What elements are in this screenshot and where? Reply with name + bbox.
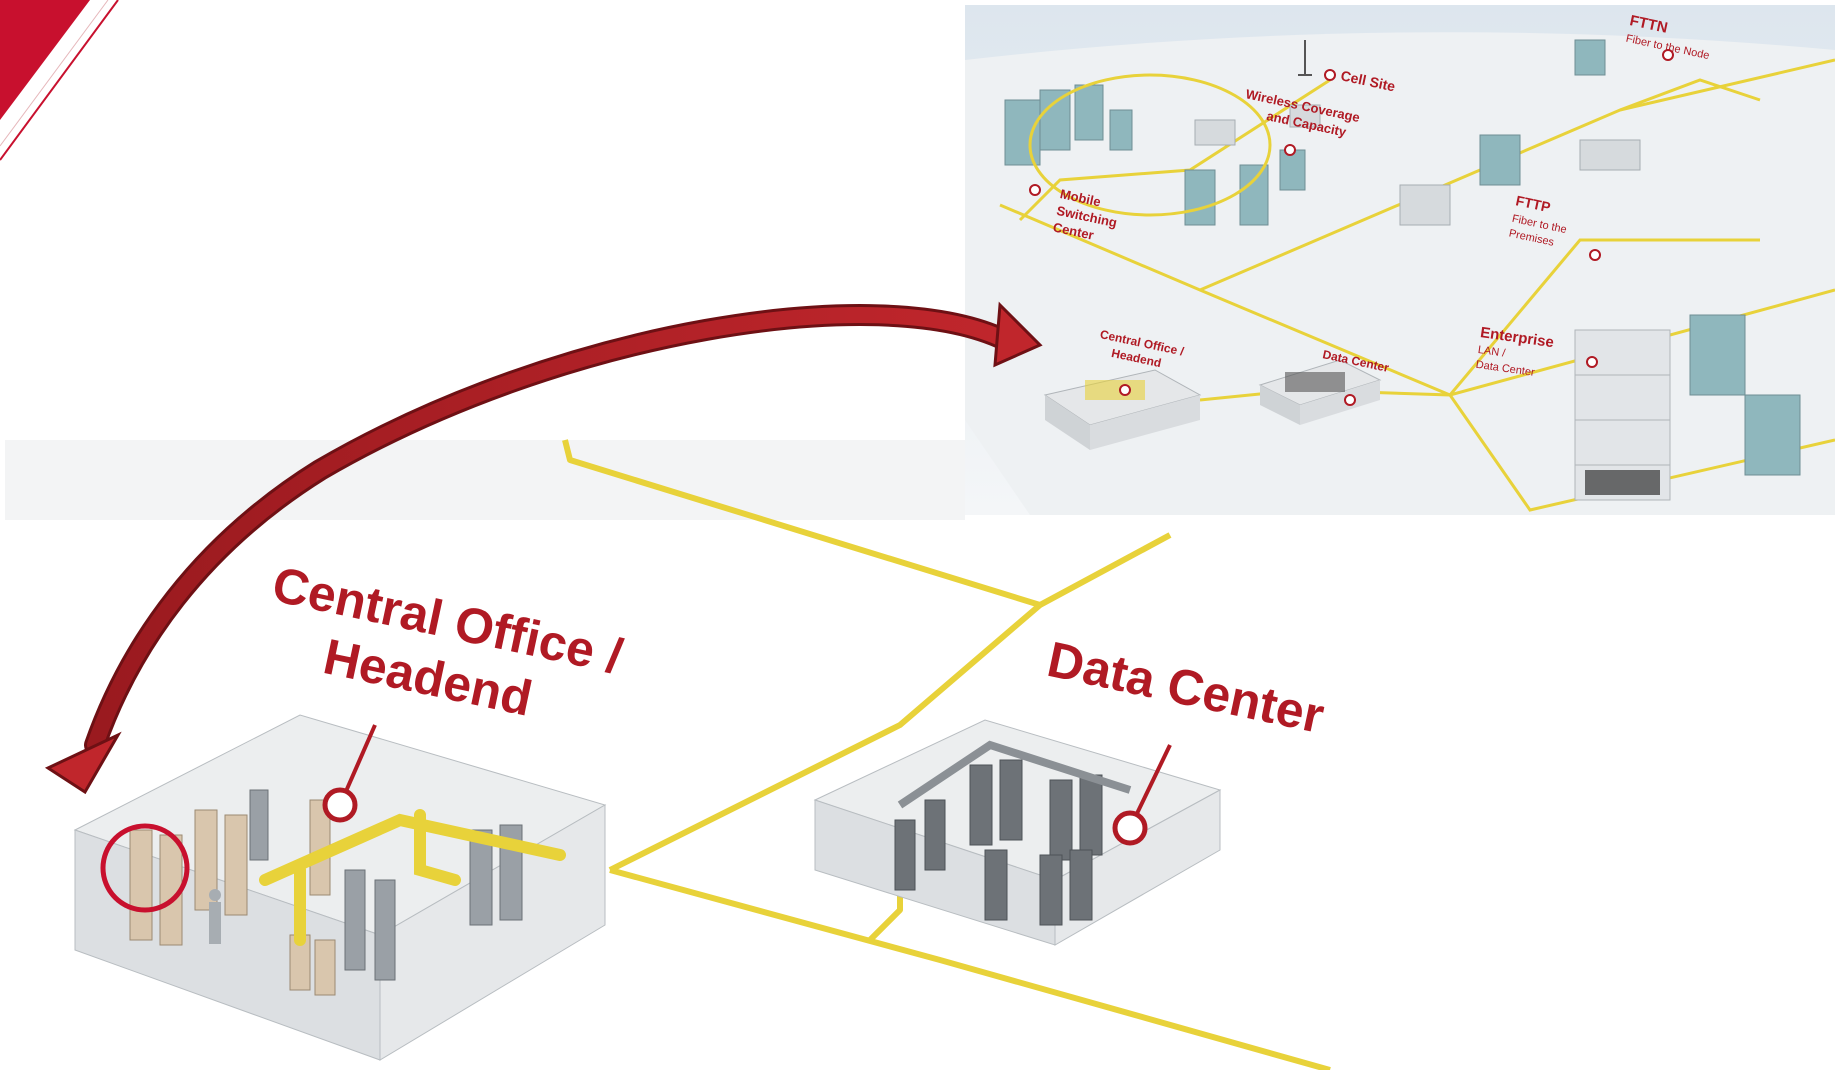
central-office-building (73, 714, 607, 1061)
mini-enterprise (1574, 329, 1671, 501)
overview-map: FTTN Fiber to the Node Cell Site Wireles… (965, 5, 1835, 515)
person-figure (209, 889, 221, 944)
zoom-view: Central Office / Headend Data Center (5, 439, 1331, 1070)
curved-arrow (44, 301, 1043, 795)
data-center-building (813, 719, 1222, 946)
map-label-fttp: FTTP (1514, 192, 1552, 215)
city-buildings (1004, 39, 1801, 476)
central-office-pin-icon (322, 787, 358, 823)
map-label-ent-sub-1: LAN / (1477, 344, 1507, 360)
mini-data-center (1258, 359, 1382, 425)
data-center-pin-icon (1112, 810, 1148, 846)
highlight-circle (100, 823, 190, 913)
mini-central-office (1043, 369, 1202, 450)
corner-decoration (0, 0, 119, 161)
data-center-label: Data Center (1043, 631, 1329, 744)
cell-tower-icon (1298, 40, 1312, 76)
